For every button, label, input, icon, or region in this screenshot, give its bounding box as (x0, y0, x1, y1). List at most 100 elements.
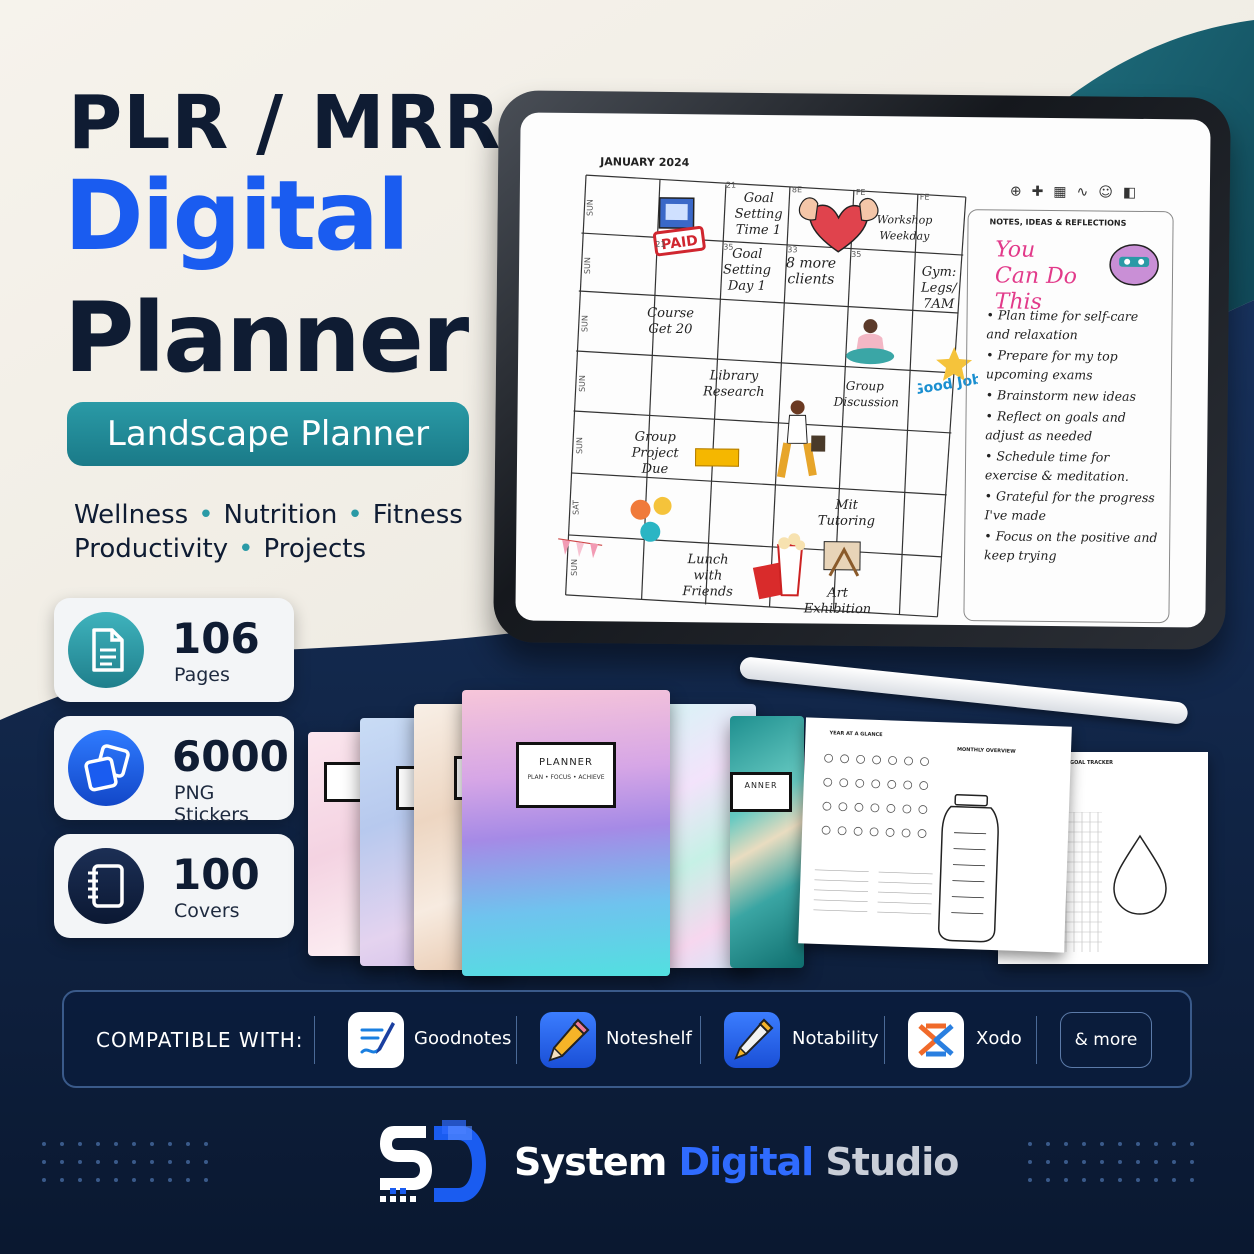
art-sticker (823, 541, 861, 577)
sheet-title: MONTHLY OVERVIEW (956, 746, 1016, 755)
banner-text: You Can Do This (994, 237, 1078, 315)
tablet-screen: JANUARY 2024 ⊕✚▦∿☺◧ SUN SUN SUN SUN SUN … (515, 112, 1211, 628)
weekday-label: SUN (577, 375, 587, 393)
app-name-noteshelf: Noteshelf (606, 1028, 692, 1049)
tags-row-2: Productivity•Projects (74, 534, 366, 564)
note-item: • Plan time for self-care and relaxation (986, 307, 1139, 343)
stat-card-covers: 100 Covers (54, 834, 294, 938)
stat-label: Covers (174, 900, 240, 922)
popcorn-sticker (752, 533, 806, 600)
note-item: • Grateful for the progress I've made (984, 488, 1155, 523)
event-library[interactable]: Library Research (702, 368, 765, 400)
event-goal-time[interactable]: Goal Setting Time 1 (734, 190, 783, 239)
note-item: • Brainstorm new ideas (985, 387, 1136, 404)
app-name-notability: Notability (792, 1028, 879, 1049)
stat-label: Pages (174, 664, 230, 686)
event-goal-day[interactable]: Goal Setting Day 1 (723, 246, 772, 294)
tag: Productivity (74, 534, 229, 564)
note-item: • Focus on the positive and keep trying (983, 528, 1158, 564)
badge-label: Landscape Planner (106, 414, 430, 454)
notes-list: • Plan time for self-care and relaxation… (984, 305, 1163, 568)
goodnotes-icon[interactable] (348, 1012, 404, 1068)
cover-subtitle: PLAN • FOCUS • ACHIEVE (527, 774, 605, 781)
stat-card-stickers: 6000 PNG Stickers (54, 716, 294, 826)
weekday-label: SUN (585, 199, 595, 217)
calendar-icon[interactable]: ▦ (1053, 183, 1077, 201)
sheet-year-monthly: YEAR AT A GLANCE MONTHLY OVERVIEW (798, 717, 1072, 953)
noteshelf-icon[interactable] (540, 1012, 596, 1068)
feature-tags: Wellness•Nutrition•Fitness Productivity•… (74, 498, 463, 566)
calendar-title: JANUARY 2024 (600, 155, 690, 170)
event-course[interactable]: Course Get 20 (647, 305, 695, 338)
cover-label: PLANNER PLAN • FOCUS • ACHIEVE (516, 742, 616, 808)
event-group-project[interactable]: Group Project Due (631, 429, 679, 477)
stat-value: 106 (172, 614, 260, 663)
chart-icon[interactable]: ∿ (1076, 184, 1099, 201)
and-more-label: & more (1074, 1030, 1138, 1050)
tag: Fitness (372, 500, 463, 530)
heart-muscle-sticker (798, 197, 879, 253)
brand-part-digital: Digital (678, 1140, 815, 1184)
brand-part-studio: Studio (825, 1140, 959, 1184)
event-lunch[interactable]: Lunch with Friends (682, 552, 733, 600)
jar-icon (937, 794, 999, 943)
notability-icon[interactable] (724, 1012, 780, 1068)
document-icon (68, 612, 144, 688)
landscape-planner-badge: Landscape Planner (67, 402, 469, 466)
sheet-title: GOAL TRACKER (1070, 760, 1113, 766)
compatible-bar (62, 990, 1192, 1088)
stat-value: 6000 (172, 732, 289, 781)
note-item: • Prepare for my top upcoming exams (985, 347, 1118, 383)
cover-label: ANNER (730, 772, 792, 812)
cover-title: PLANNER (539, 757, 593, 768)
event-clients[interactable]: 8 more clients (785, 255, 837, 288)
and-more-button[interactable]: & more (1060, 1012, 1152, 1068)
app-name-goodnotes: Goodnotes (414, 1028, 512, 1049)
tag: Wellness (74, 500, 189, 530)
event-tutoring[interactable]: Mit Tutoring (817, 497, 876, 530)
brand-part-system: System (514, 1140, 667, 1184)
good-job-sticker: Good Job (918, 346, 978, 399)
headline-plr-mrr: PLR / MRR (68, 80, 502, 166)
toolbar: ⊕✚▦∿☺◧ (1010, 184, 1146, 201)
app-name-xodo: Xodo (976, 1028, 1022, 1049)
headline-planner: Planner (64, 282, 469, 394)
lines (813, 869, 933, 915)
weekday-label: SUN (580, 315, 590, 333)
headline-digital: Digital (64, 160, 410, 272)
journal-icon[interactable]: ◧ (1122, 184, 1147, 201)
tags-row-1: Wellness•Nutrition•Fitness (74, 500, 463, 530)
mood-grid (821, 753, 929, 838)
tag: Nutrition (223, 500, 338, 530)
smile-icon[interactable]: ☺ (1098, 184, 1124, 201)
stickers-icon (68, 730, 144, 806)
cover-main-rainbow: PLANNER PLAN • FOCUS • ACHIEVE (462, 690, 670, 976)
brand-logo-icon (380, 1120, 486, 1202)
paid-sticker: PAID (652, 197, 706, 257)
meditation-sticker (846, 319, 895, 365)
note-item: • Schedule time for exercise & meditatio… (984, 448, 1129, 484)
nutrition-icon[interactable]: ✚ (1031, 183, 1054, 200)
bunting-sticker (558, 538, 603, 559)
brain-sticker (1109, 244, 1159, 286)
weekday-label: SAT (571, 499, 581, 516)
label-sticker (694, 448, 740, 467)
tablet-device: JANUARY 2024 ⊕✚▦∿☺◧ SUN SUN SUN SUN SUN … (493, 90, 1231, 650)
stat-label: PNG Stickers (174, 782, 249, 826)
stat-value: 100 (172, 850, 260, 899)
event-group-discussion[interactable]: Group Discussion (833, 378, 899, 410)
notes-title: NOTES, IDEAS & REFLECTIONS (989, 217, 1127, 228)
notebook-icon (68, 848, 144, 924)
water-drop-icon (1113, 834, 1167, 915)
chat-bubbles-sticker (630, 496, 672, 542)
weekday-label: SUN (582, 257, 593, 275)
event-gym[interactable]: Gym: Legs/ 7AM (920, 264, 957, 312)
sheet-title: YEAR AT A GLANCE (829, 730, 883, 739)
xodo-icon[interactable] (908, 1012, 964, 1068)
walking-woman-sticker (776, 400, 826, 478)
stat-card-pages: 106 Pages (54, 598, 294, 702)
cover-teal-marble: ANNER (730, 716, 804, 968)
weekday-label: SUN (575, 437, 585, 455)
download-icon[interactable]: ⊕ (1009, 183, 1032, 200)
paid-text: PAID (660, 233, 698, 254)
